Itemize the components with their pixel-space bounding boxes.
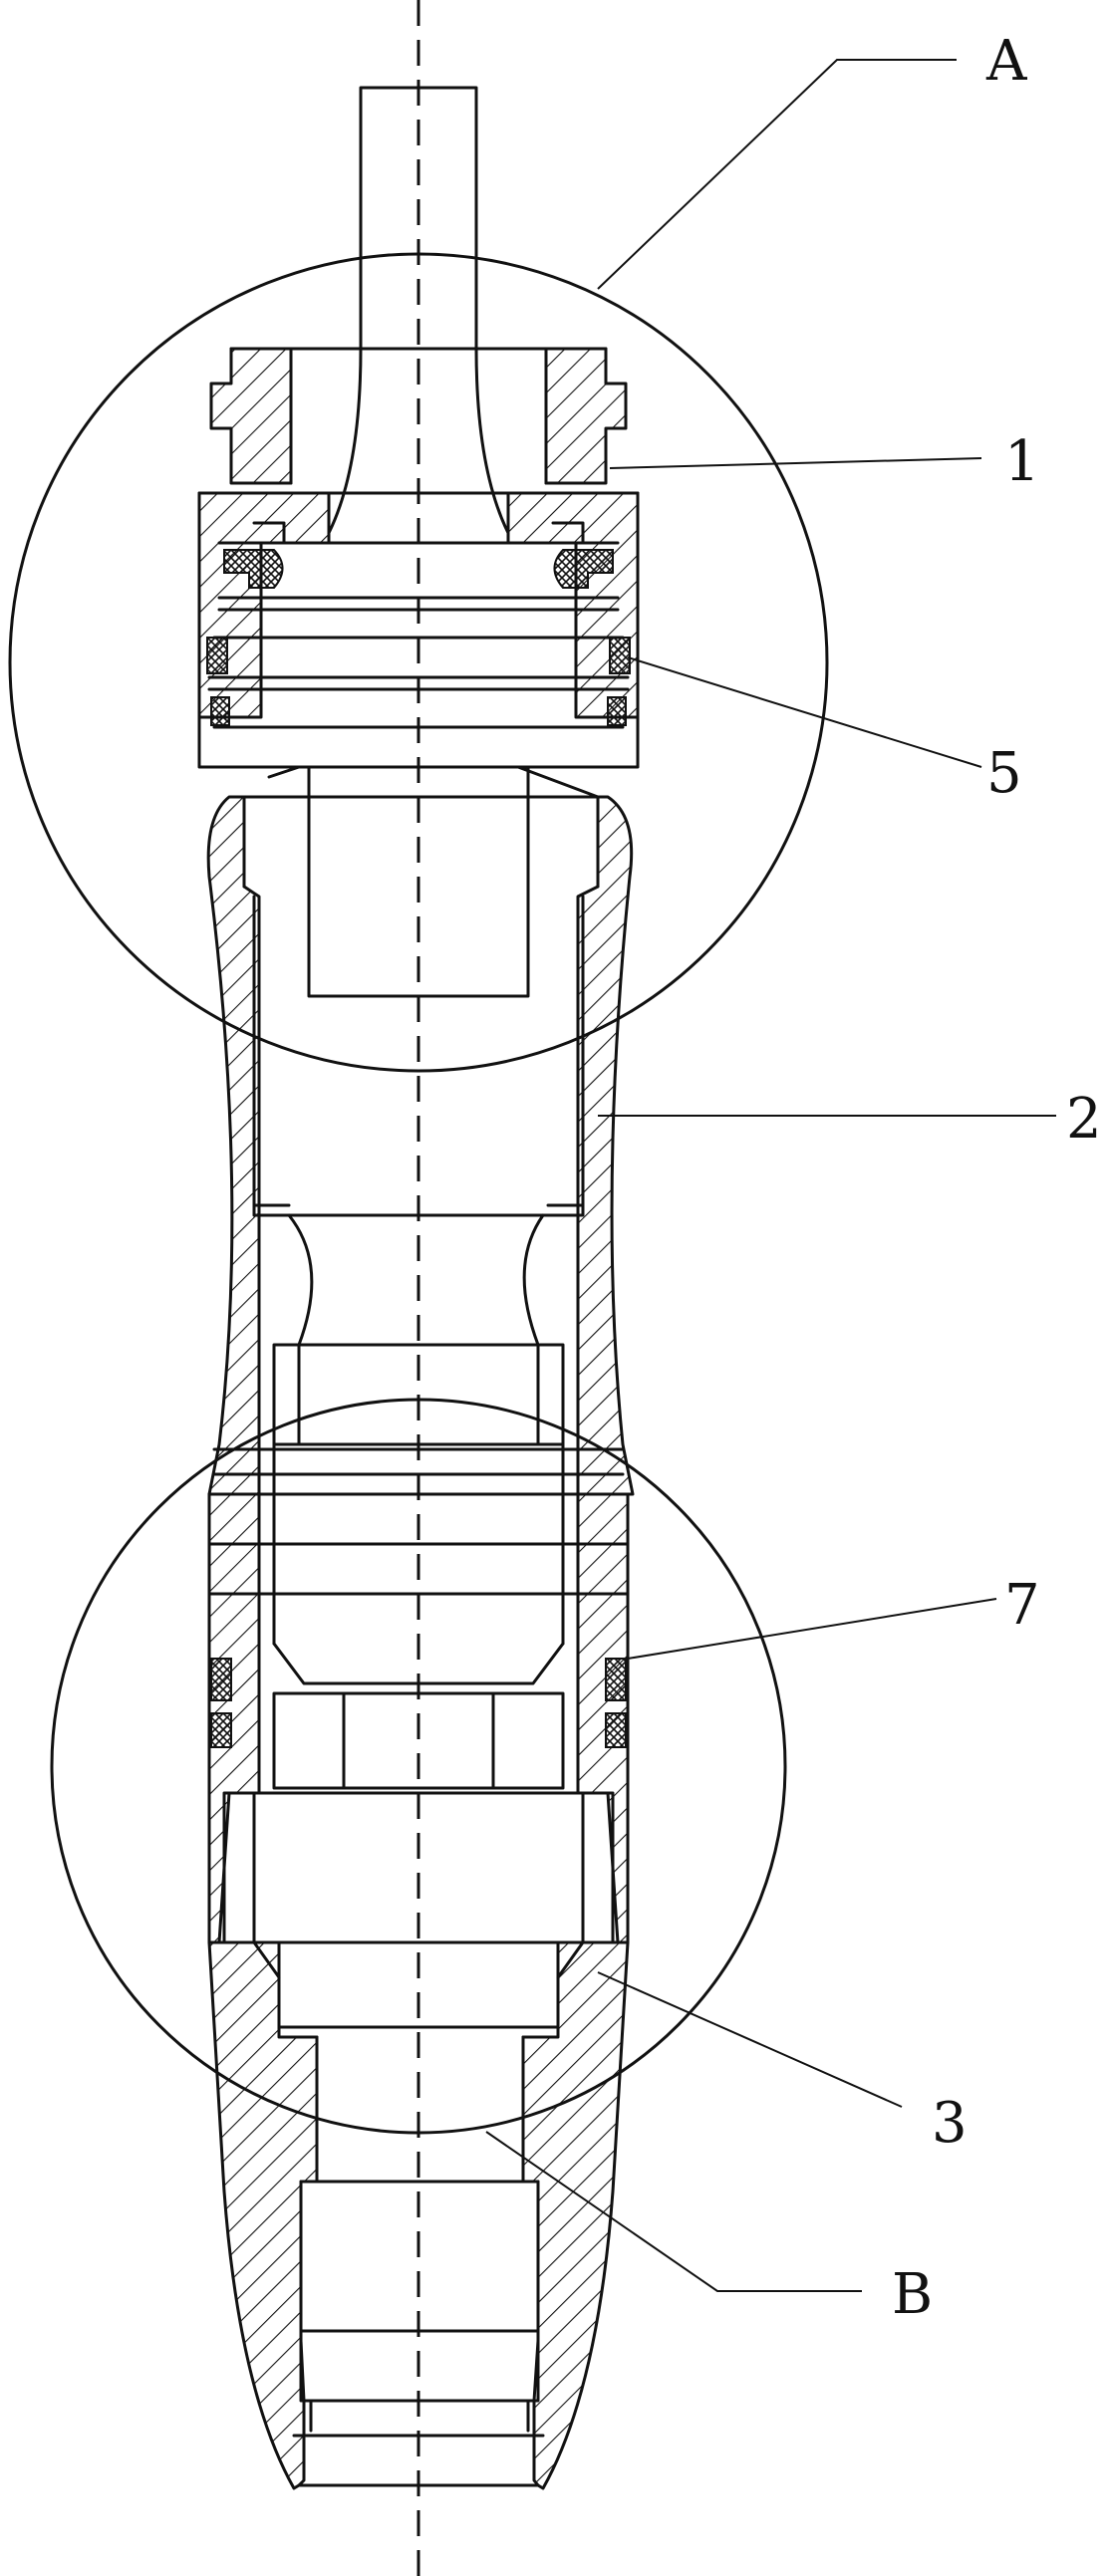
main-body [208, 797, 633, 1494]
leader-3 [598, 1972, 902, 2107]
label-7: 7 [1004, 1573, 1040, 1638]
top-shaft [329, 88, 508, 533]
leader-7 [628, 1599, 996, 1659]
label-2: 2 [1066, 1087, 1102, 1152]
leader-1 [610, 458, 981, 468]
label-1: 1 [1004, 429, 1040, 494]
label-5: 5 [986, 741, 1022, 806]
upper-plug [244, 767, 598, 996]
leader-5 [628, 657, 981, 767]
leader-a [598, 60, 957, 289]
label-3: 3 [932, 2091, 968, 2156]
label-b: B [892, 2262, 933, 2327]
upper-seal-ring [207, 638, 227, 673]
label-a: A [985, 29, 1027, 94]
